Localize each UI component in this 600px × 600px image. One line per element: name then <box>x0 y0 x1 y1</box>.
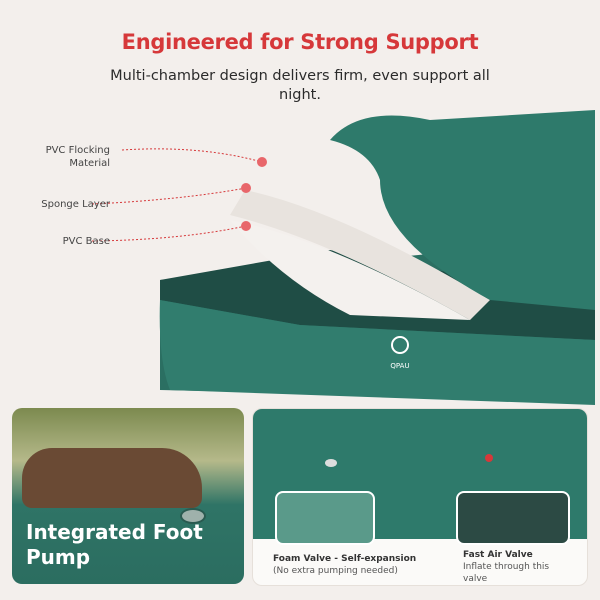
marker-icon <box>241 183 251 193</box>
marker-icon <box>241 221 251 231</box>
page-subtitle: Multi-chamber design delivers firm, even… <box>110 68 490 103</box>
page-title: Engineered for Strong Support <box>121 30 479 54</box>
valves-card: Foam Valve - Self-expansion (No extra pu… <box>252 408 588 586</box>
air-valve-caption: Fast Air Valve Inflate through this valv… <box>463 550 550 584</box>
boot-image <box>22 448 202 508</box>
mattress-illustration: QPAU <box>91 110 595 405</box>
air-valve-closeup <box>456 491 570 545</box>
foot-pump-icon <box>180 508 206 524</box>
svg-text:QPAU: QPAU <box>390 362 409 370</box>
layer-label-sponge: Sponge Layer <box>41 199 110 210</box>
foam-valve-caption: Foam Valve - Self-expansion (No extra pu… <box>273 554 417 576</box>
marker-icon <box>257 157 267 167</box>
layer-label-base: PVC Base <box>62 236 110 247</box>
layer-label-flocking: PVC Flocking Material <box>45 145 110 169</box>
pvc-flocking-layer <box>330 110 595 310</box>
foot-pump-label: Integrated Foot Pump <box>26 520 203 569</box>
brand-logo <box>391 336 409 354</box>
air-valve-icon <box>485 454 493 462</box>
sponge-layer <box>230 220 470 320</box>
foam-valve-closeup <box>275 491 375 545</box>
foam-valve-icon <box>325 459 337 467</box>
foot-pump-card: Integrated Foot Pump <box>12 408 244 584</box>
